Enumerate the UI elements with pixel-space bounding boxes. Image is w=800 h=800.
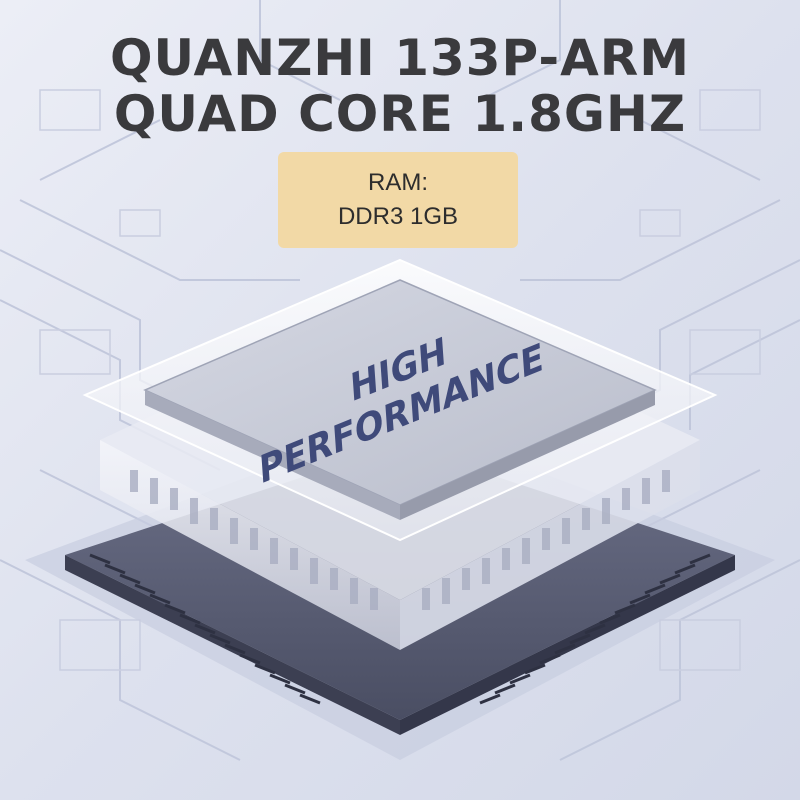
chip-pins-left — [89, 553, 321, 705]
ram-value: DDR3 1GB — [337, 203, 459, 230]
headline: QUANZHI 133P-ARM QUAD CORE 1.8GHZ — [0, 30, 800, 142]
chip-internal-circuits — [130, 470, 670, 610]
headline-line-2: QUAD CORE 1.8GHZ — [113, 85, 687, 143]
ram-spec-badge: RAM: DDR3 1GB — [278, 152, 518, 248]
ram-label: RAM: — [368, 169, 428, 196]
headline-line-1: QUANZHI 133P-ARM — [109, 29, 691, 87]
chip-pins-right — [479, 553, 711, 705]
